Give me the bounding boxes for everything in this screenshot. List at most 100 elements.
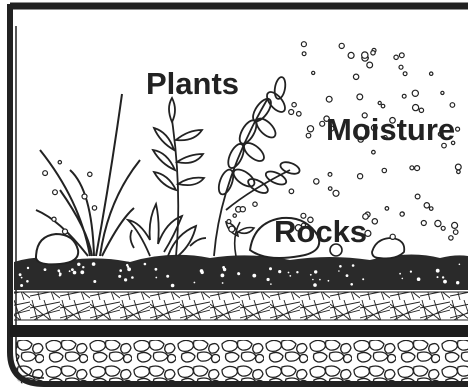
soil-speck <box>44 268 47 271</box>
soil-speck <box>82 266 84 268</box>
droplet <box>312 71 315 74</box>
droplet <box>378 101 381 104</box>
soil-speck <box>252 274 256 278</box>
barrier-band <box>10 325 468 337</box>
soil-speck <box>124 278 127 281</box>
droplet <box>292 103 296 107</box>
droplet <box>382 168 386 172</box>
soil-speck <box>223 268 226 271</box>
droplet <box>399 53 404 58</box>
soil-speck <box>127 267 131 271</box>
droplet <box>435 220 441 226</box>
soil-speck <box>269 267 272 270</box>
soil-speck <box>437 276 439 278</box>
shrub-plant <box>128 204 206 256</box>
droplet <box>412 90 418 96</box>
droplet <box>381 104 385 108</box>
soil-speck <box>19 273 22 276</box>
soil-speck <box>338 270 340 272</box>
soil-speck <box>339 265 342 268</box>
droplet <box>240 207 245 212</box>
soil-speck <box>456 281 459 284</box>
droplet <box>227 220 231 224</box>
soil-speck <box>171 284 175 288</box>
soil-speck <box>289 275 291 277</box>
pebble-layer <box>16 340 468 384</box>
droplet <box>43 171 48 176</box>
droplet <box>424 203 429 208</box>
droplet <box>456 127 460 131</box>
soil-speck <box>201 271 204 274</box>
droplet <box>441 226 445 230</box>
droplet <box>339 43 344 48</box>
droplet <box>453 230 458 235</box>
soil-speck <box>313 283 317 287</box>
droplet <box>92 206 96 210</box>
droplet <box>58 161 61 164</box>
soil-speck <box>270 283 272 285</box>
soil-speck <box>278 270 281 273</box>
soil-speck <box>267 278 270 281</box>
droplet <box>301 42 306 47</box>
droplet <box>399 65 403 69</box>
soil-speck <box>80 270 84 274</box>
soil-speck <box>131 276 134 279</box>
droplet <box>320 121 325 126</box>
soil-speck <box>119 269 122 272</box>
soil-speck <box>350 283 353 286</box>
droplet <box>429 207 433 211</box>
soil-speck <box>346 274 349 277</box>
soil-speck <box>222 282 224 284</box>
droplet <box>88 172 92 176</box>
soil-speck <box>237 272 240 275</box>
droplet <box>253 202 257 206</box>
droplet <box>441 91 444 94</box>
droplet <box>357 94 363 100</box>
mesh-layer <box>14 292 468 320</box>
soil-speck <box>144 263 147 266</box>
droplet <box>402 94 406 98</box>
droplet <box>415 166 420 171</box>
soil-speck <box>155 277 157 279</box>
droplet <box>306 133 311 138</box>
soil-speck <box>417 277 421 281</box>
droplet <box>390 234 395 239</box>
soil-speck <box>410 271 412 273</box>
droplet <box>307 126 313 132</box>
soil-speck <box>443 280 447 284</box>
soil-speck <box>402 278 404 280</box>
droplet <box>403 72 407 76</box>
droplet <box>302 52 306 56</box>
soil-speck <box>69 270 71 272</box>
soil-speck <box>319 279 321 281</box>
soil-speck <box>27 267 29 269</box>
moisture-label: Moisture <box>326 112 455 147</box>
plants-label: Plants <box>146 66 239 101</box>
soil-speck <box>436 269 440 273</box>
soil-speck <box>92 262 96 266</box>
soil-speck <box>58 271 60 273</box>
soil-speck <box>328 280 330 282</box>
soil-speck <box>93 280 96 283</box>
droplet <box>297 112 302 117</box>
droplet <box>415 194 420 199</box>
droplet <box>53 190 58 195</box>
soil-speck <box>26 280 29 283</box>
droplet <box>371 51 375 55</box>
soil-speck <box>221 274 225 278</box>
droplet <box>52 217 56 221</box>
rock-left <box>36 234 78 264</box>
soil-speck <box>399 273 401 275</box>
droplet <box>289 110 294 115</box>
droplet <box>457 170 461 174</box>
droplet <box>452 222 458 228</box>
droplet <box>410 166 414 170</box>
droplet <box>372 150 376 154</box>
droplet <box>326 96 332 102</box>
droplet <box>289 189 294 194</box>
droplet <box>449 236 453 240</box>
soil-speck <box>312 279 314 281</box>
soil-speck <box>296 271 298 273</box>
soil-speck <box>71 268 74 271</box>
